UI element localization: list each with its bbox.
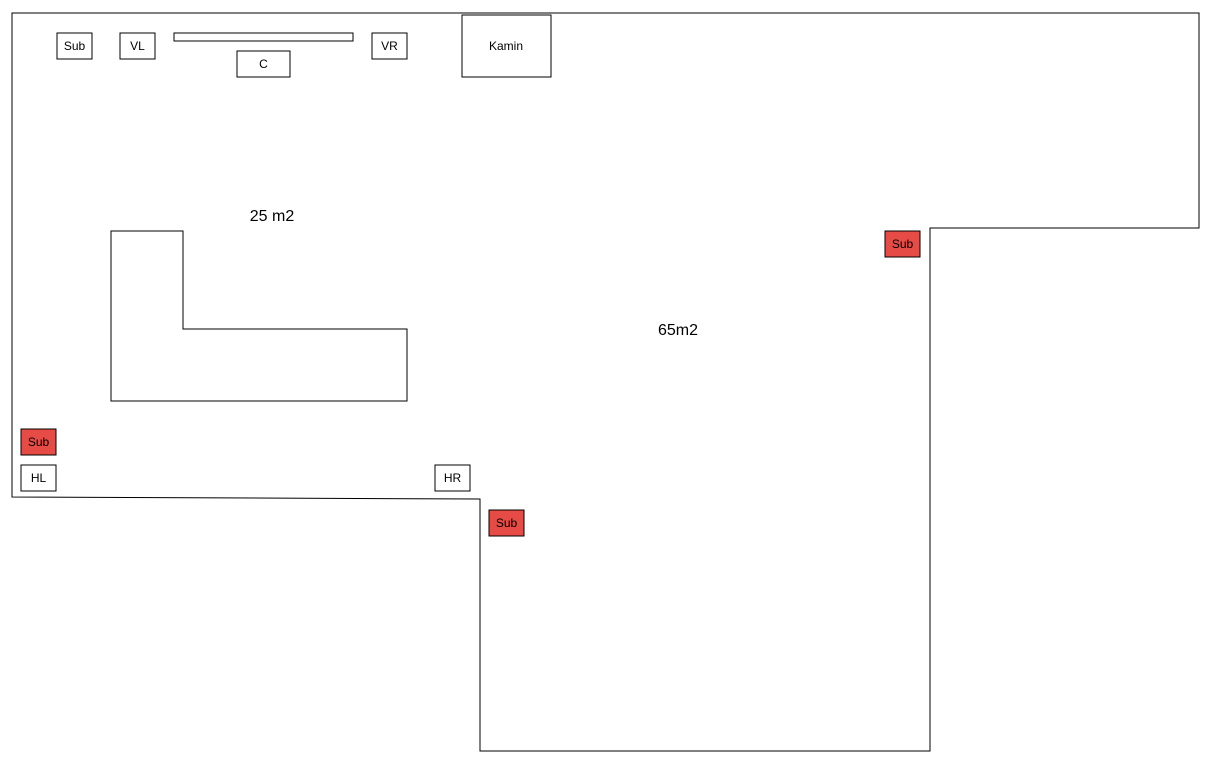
speaker-rear-right-label: HR — [444, 471, 462, 485]
subwoofer-front-label: Sub — [64, 39, 86, 53]
couch — [110, 230, 408, 402]
room-outline — [11, 12, 1200, 752]
speaker-center-label: C — [259, 57, 268, 71]
subwoofer-middle: Sub — [488, 509, 525, 537]
speaker-rear-left: HL — [20, 464, 57, 492]
speaker-rear-right: HR — [434, 464, 471, 492]
speaker-front-left-label: VL — [130, 39, 145, 53]
subwoofer-middle-label: Sub — [496, 516, 518, 530]
subwoofer-left-label: Sub — [28, 435, 50, 449]
fireplace: Kamin — [461, 14, 552, 78]
speaker-front-right: VR — [371, 32, 408, 60]
speaker-front-left: VL — [119, 32, 156, 60]
speaker-front-right-label: VR — [381, 39, 398, 53]
area-label-large-room: 65m2 — [658, 322, 698, 339]
subwoofer-right-label: Sub — [892, 237, 914, 251]
subwoofer-left: Sub — [20, 428, 57, 456]
area-label-small-room: 25 m2 — [250, 208, 295, 225]
speaker-rear-left-label: HL — [31, 471, 47, 485]
fireplace-label: Kamin — [489, 39, 523, 53]
subwoofer-front: Sub — [56, 32, 93, 60]
subwoofer-right: Sub — [884, 230, 921, 258]
speaker-center: C — [236, 50, 291, 78]
tv-screen — [173, 32, 354, 42]
